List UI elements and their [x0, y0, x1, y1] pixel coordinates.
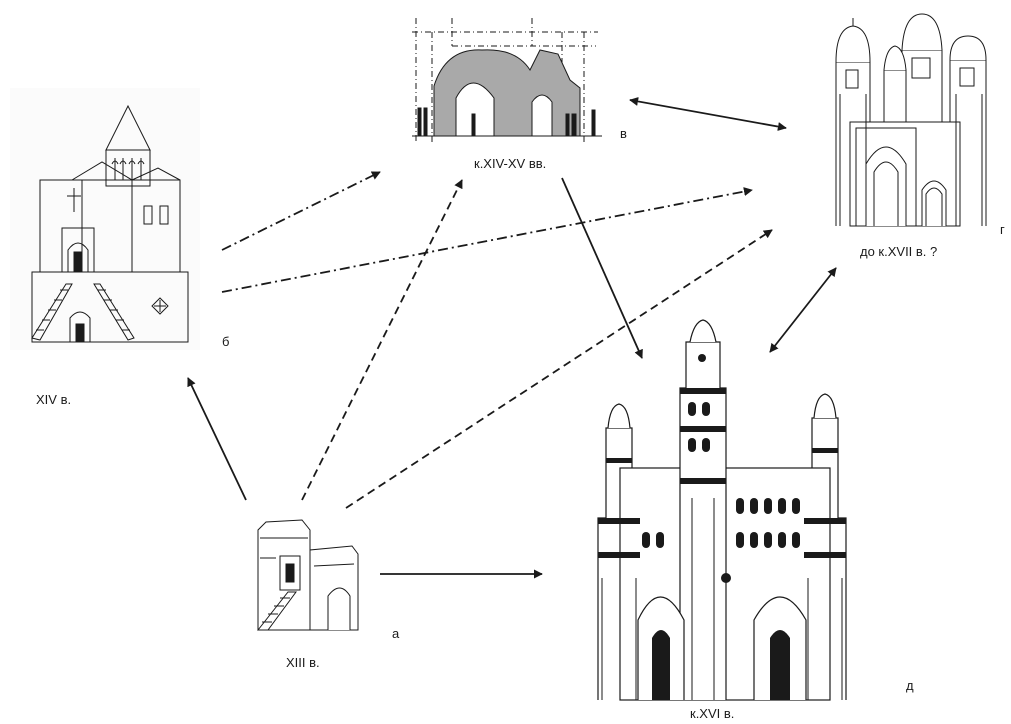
arrow-g-d-bidirectional [769, 267, 837, 353]
label-a-letter: а [392, 626, 400, 641]
figure-v-section [412, 18, 602, 142]
label-d-date: к.XVI в. [690, 706, 735, 721]
arrow-b-to-g [221, 187, 753, 293]
figure-a-building [256, 519, 359, 631]
label-v-letter: в [620, 126, 627, 141]
figure-b-church [10, 88, 200, 350]
figure-d-monument [597, 319, 847, 701]
arrow-b-to-v [221, 171, 381, 251]
label-b-date: XIV в. [36, 392, 72, 407]
arrow-v-g-bidirectional [629, 97, 787, 131]
label-a-date: XIII в. [286, 655, 320, 670]
label-d-letter: д [906, 678, 914, 693]
arrow-a-to-g [345, 229, 773, 509]
arrow-a-to-b [187, 377, 247, 501]
figure-g-portal [835, 13, 987, 227]
label-g-date: до к.XVII в. ? [860, 244, 938, 259]
arrow-a-to-v [301, 179, 463, 501]
label-b-letter: б [222, 334, 230, 349]
arrow-v-to-d [561, 177, 643, 359]
label-g-letter: г [1000, 222, 1005, 237]
label-v-date: к.XIV-XV вв. [474, 156, 547, 171]
